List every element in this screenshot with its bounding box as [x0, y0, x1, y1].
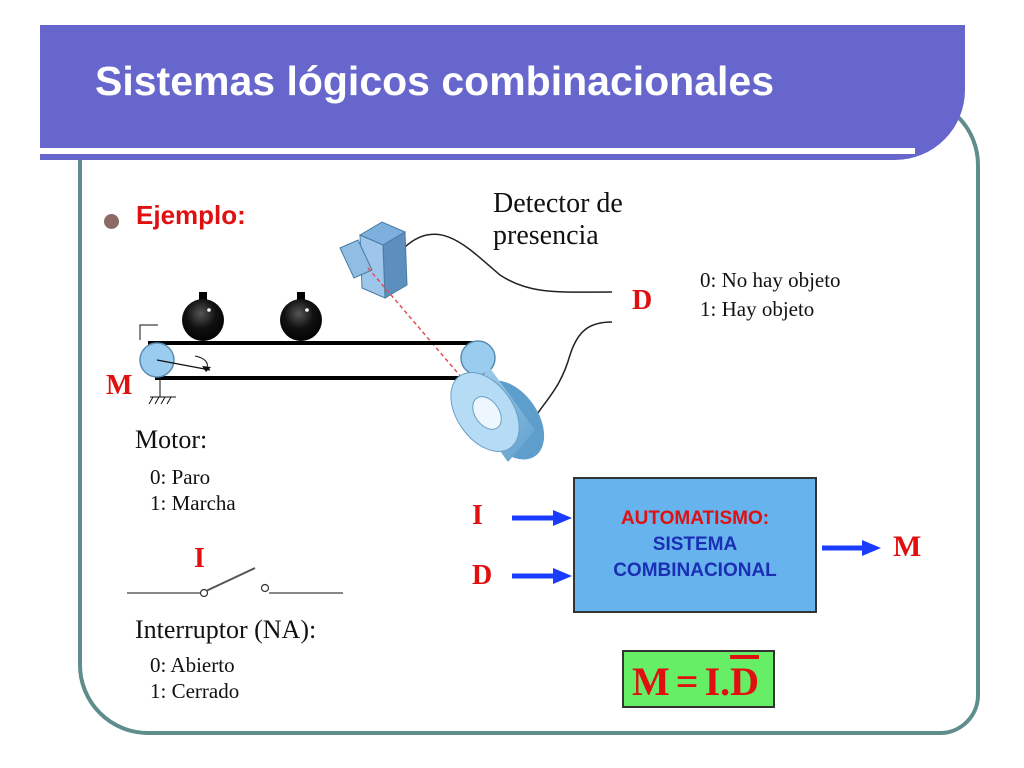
block-input-i: I: [472, 500, 483, 531]
output-arrow-m-icon: [822, 540, 881, 556]
detector-label: Detector de presencia: [493, 188, 623, 252]
receiver-sensor-icon: [450, 368, 545, 462]
sensor-cable: [529, 321, 613, 426]
formula-equals: =: [675, 659, 699, 704]
d-signal-label: D: [632, 285, 653, 316]
interruptor-state-1: 1: Cerrado: [150, 679, 240, 703]
block-line-2: SISTEMA: [652, 534, 738, 555]
d-states: 0: No hay objeto 1: Hay objeto: [700, 266, 841, 324]
block-output-m: M: [893, 530, 922, 563]
interruptor-states: 0: Abierto 1: Cerrado: [150, 652, 239, 704]
object-2-icon: [280, 292, 322, 341]
m-motor-label: M: [106, 370, 133, 401]
switch-symbol-icon: [127, 567, 343, 598]
presence-detector-icon: [339, 221, 408, 299]
object-1-icon: [182, 292, 224, 341]
formula-d-negated: D: [730, 659, 760, 704]
motor-state-0: 0: Paro: [150, 465, 211, 489]
detector-label-line2: presencia: [493, 220, 599, 251]
boolean-formula: M=I.D: [622, 650, 775, 708]
input-arrow-i-icon: [512, 510, 572, 526]
d-state-0: 0: No hay objeto: [700, 268, 841, 292]
block-line-1: AUTOMATISMO:: [620, 508, 770, 529]
block-line-3: COMBINACIONAL: [613, 560, 777, 581]
interruptor-title: Interruptor (NA):: [135, 615, 317, 644]
title-band: [40, 25, 965, 160]
detection-beam: [367, 267, 463, 379]
motor-states: 0: Paro 1: Marcha: [150, 464, 236, 516]
detector-cable: [404, 233, 613, 293]
title-underline: [40, 148, 915, 154]
automatism-block: AUTOMATISMO: SISTEMA COMBINACIONAL: [573, 477, 817, 613]
input-arrow-d-icon: [512, 568, 572, 584]
formula-lhs: M: [632, 659, 670, 704]
formula-i: I: [704, 659, 721, 704]
conveyor-belt: [139, 324, 496, 405]
formula-dot: .: [720, 659, 731, 704]
d-state-1: 1: Hay objeto: [700, 297, 815, 321]
formula-text: M=I.D: [632, 658, 759, 705]
slide-title: Sistemas lógicos combinacionales: [95, 58, 775, 104]
motor-state-1: 1: Marcha: [150, 491, 236, 515]
interruptor-state-0: 0: Abierto: [150, 653, 235, 677]
detector-label-line1: Detector de: [493, 188, 623, 219]
switch-i-label: I: [194, 543, 205, 574]
block-input-d: D: [472, 560, 493, 591]
motor-title: Motor:: [135, 425, 208, 454]
bullet-dot: [104, 214, 119, 229]
bullet-ejemplo: Ejemplo:: [136, 200, 246, 230]
